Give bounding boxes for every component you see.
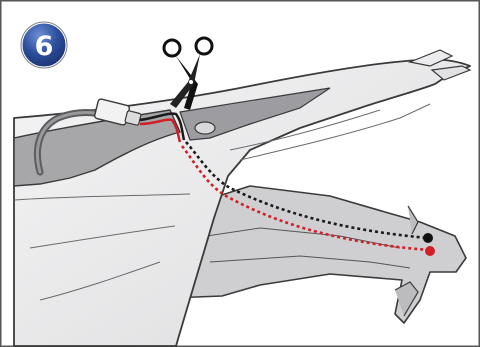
step-badge: 6 <box>19 20 69 70</box>
tail-fairing <box>13 49 472 347</box>
scissors-icon <box>162 36 214 110</box>
wire-connector <box>93 98 142 126</box>
black-wire <box>139 112 186 141</box>
step-number: 6 <box>35 31 54 62</box>
red-wire <box>139 118 182 143</box>
red-wire-route <box>180 145 429 252</box>
black-wire-endpoint <box>423 233 433 243</box>
black-wire-route <box>185 141 429 240</box>
red-wire-endpoint <box>425 246 435 256</box>
